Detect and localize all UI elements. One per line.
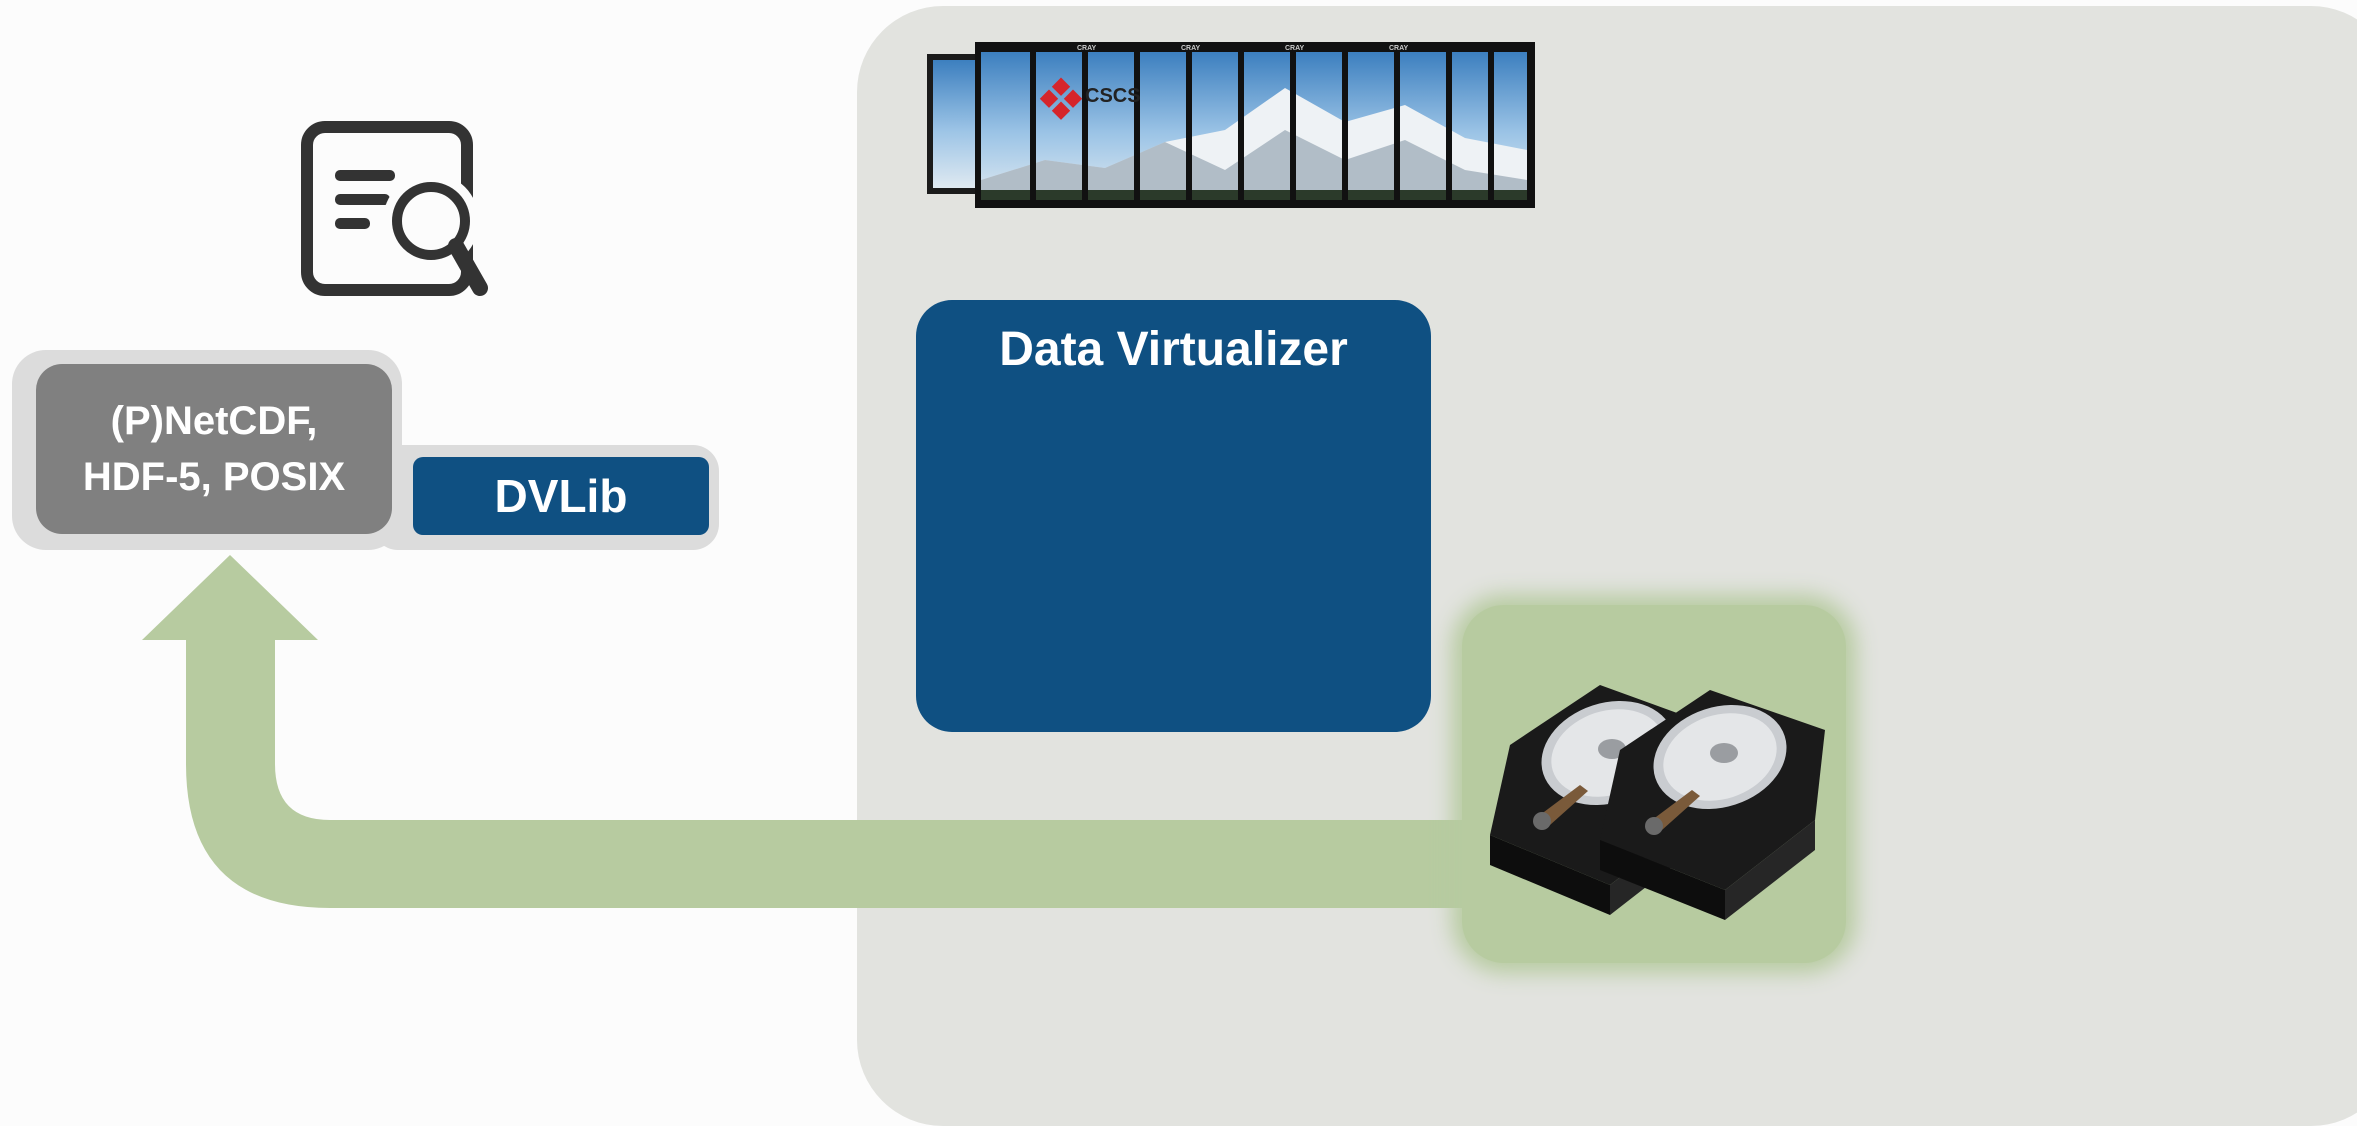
svg-text:CRAY: CRAY [1285, 45, 1305, 52]
cscs-logo: CSCS [1039, 77, 1141, 120]
dvlib-label: DVLib [494, 470, 628, 522]
io-formats-line1: (P)NetCDF, [110, 399, 318, 443]
cscs-logo-text: CSCS [1085, 85, 1141, 107]
supercomputer-icon: CSCS CRAY CRAY CRAY CRAY [927, 42, 1535, 208]
svg-text:CRAY: CRAY [1181, 45, 1201, 52]
svg-text:CRAY: CRAY [1077, 45, 1097, 52]
hard-disk-icon [1490, 685, 1825, 920]
cabinet-row [975, 42, 1535, 208]
document-search-icon [301, 121, 488, 296]
data-virtualizer-label: Data Virtualizer [999, 323, 1348, 376]
client-library-stack: (P)NetCDF, HDF-5, POSIX DVLib [12, 350, 719, 550]
io-formats-box: (P)NetCDF, HDF-5, POSIX [36, 364, 392, 534]
io-formats-line2: HDF-5, POSIX [82, 455, 346, 499]
up-arrow-icon [142, 555, 1490, 908]
svg-text:CRAY: CRAY [1389, 45, 1409, 52]
dvlib-box: DVLib [413, 457, 709, 535]
data-virtualizer-box: Data Virtualizer [916, 300, 1431, 732]
cabinet-brand-marks: CRAY CRAY CRAY CRAY [1077, 45, 1409, 52]
disk-drive-right [1600, 690, 1825, 920]
